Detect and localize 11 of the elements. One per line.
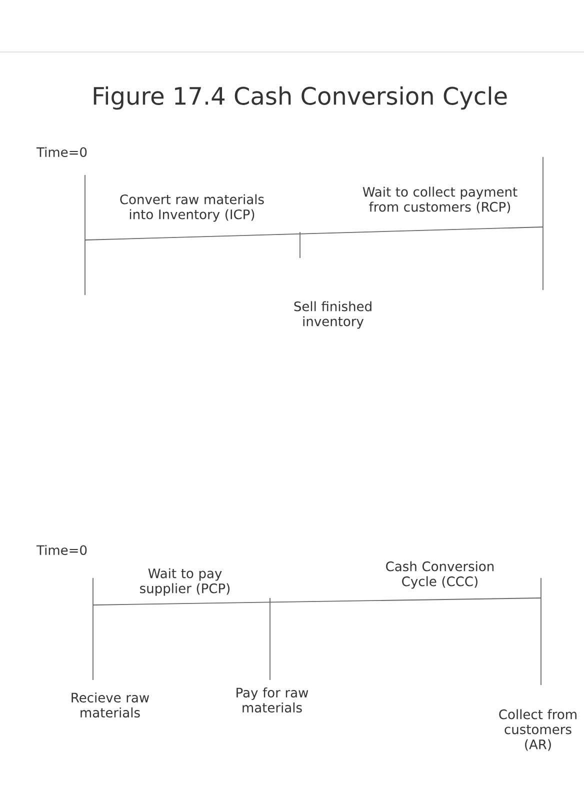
phase-label: Convert raw materials into Inventory (ICP) xyxy=(120,194,264,222)
event-label: Sell finished inventory xyxy=(294,301,372,329)
phase-label: Wait to collect payment from customers (RCP) xyxy=(362,186,518,214)
event-label: Pay for raw materials xyxy=(236,687,308,713)
event-label: Collect from customers (AR) xyxy=(499,709,576,751)
figure-title: Figure 17.4 Cash Conversion Cycle xyxy=(94,86,507,110)
phase-label: Cash Conversion Cycle (CCC) xyxy=(386,561,494,589)
time-label: Time=0 xyxy=(36,544,87,556)
time-label: Time=0 xyxy=(36,146,87,158)
event-label: Recieve raw materials xyxy=(72,692,150,718)
phase-label: Wait to pay supplier (PCP) xyxy=(140,568,230,596)
